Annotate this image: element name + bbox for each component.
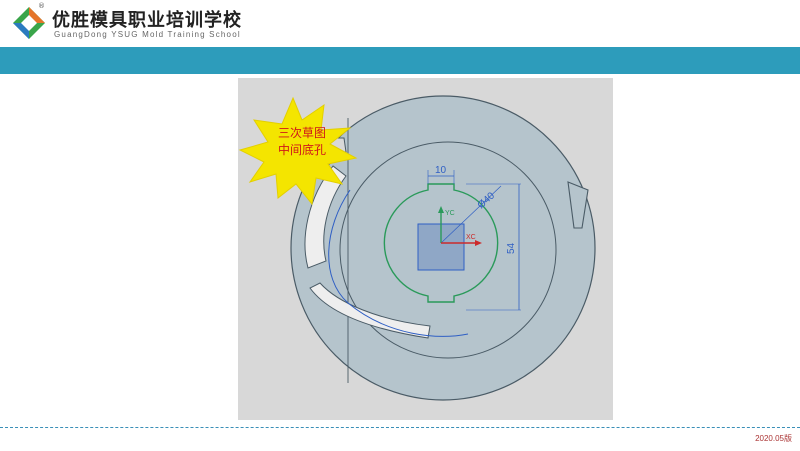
sketch-profile: [383, 183, 499, 303]
axis-y-label: YC: [445, 210, 455, 217]
cad-drawing: 10 54 Ø40 YC XC 三次草图 中间底孔: [238, 95, 596, 401]
cad-screenshot: 10 54 Ø40 YC XC 三次草图 中间底孔: [238, 78, 613, 420]
dimension-height: 54: [506, 242, 517, 254]
part-slot-lower: [309, 282, 431, 339]
dimension-width: 10: [435, 165, 447, 176]
brand-english-name: GuangDong YSUG Mold Training School: [54, 30, 241, 39]
version-label: 2020.05版: [755, 434, 792, 443]
header: ® 优胜模具职业培训学校 GuangDong YSUG Mold Trainin…: [0, 0, 800, 44]
callout-starburst: [238, 96, 358, 206]
brand-name: 优胜模具职业培训学校: [52, 10, 242, 31]
footer-divider: [0, 427, 800, 428]
ysug-logo-icon: [13, 7, 45, 39]
title-band: [0, 47, 800, 74]
callout-line-1: 三次草图: [278, 126, 326, 140]
callout-line-2: 中间底孔: [278, 142, 326, 157]
axis-x-label: XC: [466, 234, 476, 241]
part-slot-upper: [304, 165, 347, 269]
registered-mark: ®: [38, 2, 45, 10]
part-tab: [567, 181, 589, 229]
sketch-arc: [328, 189, 469, 337]
